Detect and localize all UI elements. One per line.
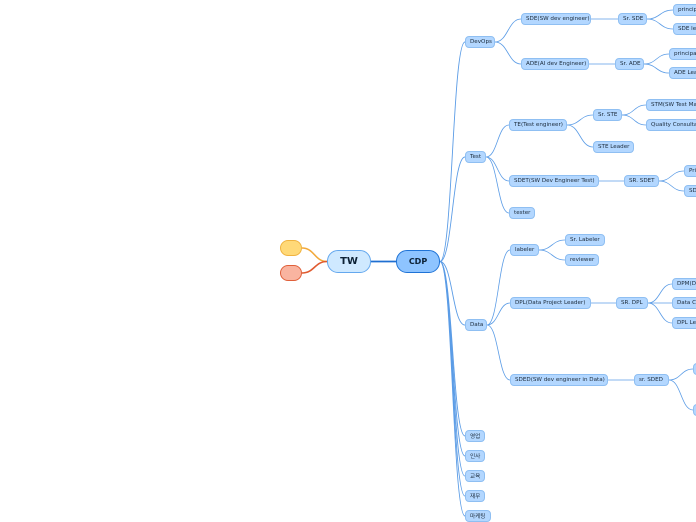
node-hr[interactable]: 인사 [465, 450, 485, 462]
node-sr-sde[interactable]: Sr. SDE [618, 13, 647, 25]
connector-central-node-cdp-node-finance [439, 261, 466, 497]
connector-node-labeler-node-reviewer [538, 249, 566, 261]
node-dpm[interactable]: DPM(D [672, 278, 696, 290]
node-dpl-lead[interactable]: DPL Le [672, 317, 696, 329]
connector-central-node-cdp-node-sales [439, 261, 466, 437]
node-test[interactable]: Test [465, 151, 486, 163]
connector-central-node-cdp-node-marketing [439, 261, 466, 517]
node-sde[interactable]: SDE(SW dev engineer) [521, 13, 591, 25]
node-tester[interactable]: tester [509, 207, 535, 219]
connector-node-sr-ade-node-ade-lead [643, 63, 670, 74]
connector-root-node-tw-yellow-topic-bubble [301, 247, 328, 263]
connector-node-sr-sdet-node-sdet-principal [658, 170, 685, 182]
node-quality-consultant[interactable]: Quality Consulta [646, 119, 696, 131]
connector-node-data-node-sded [486, 324, 511, 381]
connector-node-data-node-dpl [486, 302, 511, 326]
node-sded-child-1[interactable] [693, 363, 696, 375]
connector-node-sr-sdet-node-sdet-lead [658, 180, 685, 192]
node-labeler[interactable]: labeler [510, 244, 539, 256]
connector-node-sr-dpl-node-dpm [647, 283, 673, 304]
node-reviewer[interactable]: reviewer [565, 254, 599, 266]
connector-node-sr-dpl-node-dpl-lead [647, 302, 673, 324]
node-sr-ste[interactable]: Sr. STE [593, 109, 622, 121]
node-ade-lead[interactable]: ADE Lea [669, 67, 696, 79]
connector-node-sr-ste-node-stm [621, 104, 647, 116]
node-sded-child-2[interactable] [693, 404, 696, 416]
node-sdet-principal[interactable]: Pri [684, 165, 696, 177]
node-stm[interactable]: STM(SW Test Ma [646, 99, 696, 111]
connector-node-test-node-tester [485, 156, 510, 214]
connector-node-devops-node-ade [494, 41, 522, 65]
node-sde-lead[interactable]: SDE lea [673, 23, 696, 35]
connector-node-sr-sde-node-sde-principal [646, 9, 674, 20]
connector-central-node-cdp-node-data [439, 261, 466, 326]
node-sr-dpl[interactable]: SR. DPL [616, 297, 648, 309]
node-education[interactable]: 교육 [465, 470, 485, 482]
node-ade[interactable]: ADE(AI dev Engineer) [521, 58, 589, 70]
red-topic-bubble[interactable] [280, 265, 302, 281]
node-marketing[interactable]: 마케팅 [465, 510, 491, 522]
node-devops[interactable]: DevOps [465, 36, 495, 48]
node-sr-ade[interactable]: Sr. ADE [615, 58, 644, 70]
connector-node-sr-ade-node-ade-principal [643, 53, 670, 65]
connector-node-test-node-sdet [485, 156, 510, 182]
connector-node-te-node-ste-leader [566, 124, 594, 148]
connector-node-sr-sde-node-sde-lead [646, 18, 674, 30]
connector-central-node-cdp-node-devops [439, 41, 466, 262]
connector-node-te-node-sr-ste [566, 114, 594, 126]
node-te[interactable]: TE(Test engineer) [509, 119, 567, 131]
connector-node-data-node-labeler [486, 249, 511, 326]
node-sr-labeler[interactable]: Sr. Labeler [565, 234, 605, 246]
node-ade-principal[interactable]: principal [669, 48, 696, 60]
node-dpl[interactable]: DPL(Data Project Leader) [510, 297, 591, 309]
node-data[interactable]: Data [465, 319, 487, 331]
connector-root-node-tw-red-topic-bubble [301, 260, 328, 274]
central-node-cdp[interactable]: CDP [396, 250, 440, 273]
node-sr-sdet[interactable]: SR. SDET [624, 175, 659, 187]
connector-node-labeler-node-sr-labeler [538, 239, 566, 251]
connector-central-node-cdp-node-hr [439, 261, 466, 457]
node-ste-leader[interactable]: STE Leader [593, 141, 634, 153]
node-data-c[interactable]: Data C [672, 297, 696, 309]
connector-node-devops-node-sde [494, 18, 522, 43]
node-sales[interactable]: 영업 [465, 430, 485, 442]
node-sdet[interactable]: SDET(SW Dev Engineer Test) [509, 175, 599, 187]
node-sded[interactable]: SDED(SW dev engineer in Data) [510, 374, 608, 386]
connector-node-sr-sded-node-sded-child-2 [668, 379, 694, 411]
node-finance[interactable]: 재무 [465, 490, 485, 502]
connector-node-sr-sded-node-sded-child-1 [668, 368, 694, 381]
node-sdet-lead[interactable]: SD [684, 185, 696, 197]
node-sde-principal[interactable]: principal [673, 4, 696, 16]
connector-central-node-cdp-node-test [439, 156, 466, 262]
node-sr-sded[interactable]: sr. SDED [634, 374, 669, 386]
root-node-tw[interactable]: TW [327, 250, 371, 273]
yellow-topic-bubble[interactable] [280, 240, 302, 256]
connector-node-sr-ste-node-quality-consultant [621, 114, 647, 126]
connector-node-test-node-te [485, 124, 510, 158]
